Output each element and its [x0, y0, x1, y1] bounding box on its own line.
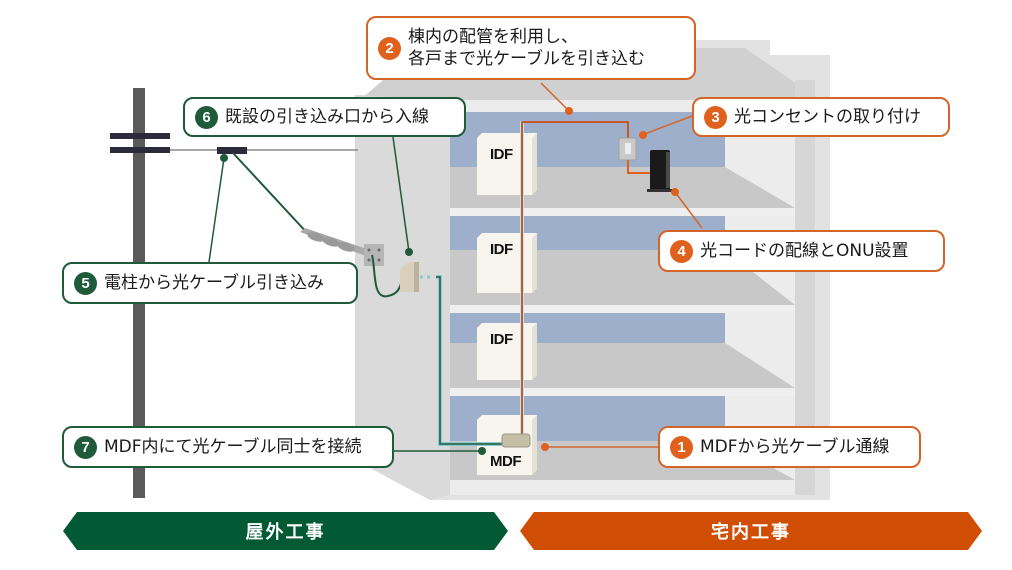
idf-label-4f: IDF [490, 146, 513, 163]
callout-step5: 5 電柱から光ケーブル引き込み [62, 262, 358, 304]
splice-box [501, 433, 531, 448]
callout-step3: 3 光コンセントの取り付け [692, 97, 950, 137]
callout-step2: 2 棟内の配管を利用し、 各戸まで光ケーブルを引き込む [366, 16, 696, 80]
indoor-work-banner: 宅内工事 [520, 512, 982, 550]
leader-step3 [641, 115, 693, 136]
onu-device [647, 150, 673, 192]
leader-dot-step4 [671, 188, 679, 196]
optical-outlet [618, 137, 637, 161]
outdoor-work-label: 屋外工事 [245, 522, 326, 543]
callout-step2-line2: 各戸まで光ケーブルを引き込む [408, 49, 645, 69]
pole-crossarm-lower [110, 147, 170, 153]
outdoor-work-banner: 屋外工事 [63, 512, 508, 550]
idf-cabinet-4f [477, 133, 537, 195]
riser-to-outlet [522, 121, 629, 142]
drop-cable [232, 152, 371, 253]
callout-step6: 6 既設の引き込み口から入線 [183, 97, 466, 137]
callout-step4: 4 光コードの配線とONU設置 [658, 230, 945, 272]
leader-step5 [208, 157, 225, 263]
step-badge-4: 4 [670, 239, 693, 263]
idf-label-2f: IDF [490, 331, 513, 348]
leader-dot-step1 [541, 443, 549, 451]
step-badge-6: 6 [195, 105, 218, 129]
step-badge-3: 3 [704, 105, 727, 129]
callout-step3-text: 光コンセントの取り付け [734, 107, 921, 127]
idf-label-3f: IDF [490, 241, 513, 258]
callout-step5-text: 電柱から光ケーブル引き込み [104, 273, 324, 293]
indoor-work-label: 宅内工事 [711, 522, 791, 543]
leader-dot-step3 [639, 131, 647, 139]
step-badge-5: 5 [74, 271, 97, 295]
leader-dot-step7 [478, 447, 486, 455]
leader-dot-step5 [220, 154, 228, 162]
callout-step7-text: MDF内にて光ケーブル同士を接続 [104, 437, 362, 457]
leader-step2 [540, 82, 570, 112]
callout-step2-line1: 棟内の配管を利用し、 [408, 27, 578, 47]
callout-step1: 1 MDFから光ケーブル通線 [658, 426, 921, 468]
pole-crossarm-upper [110, 133, 170, 139]
leader-dot-step6 [405, 248, 413, 256]
mdf-label: MDF [490, 453, 522, 470]
building-right-wall [795, 80, 815, 495]
callout-step4-text: 光コードの配線とONU設置 [700, 241, 909, 261]
step-badge-1: 1 [670, 435, 693, 459]
callout-step1-text: MDFから光ケーブル通線 [700, 437, 890, 457]
callout-step6-text: 既設の引き込み口から入線 [225, 107, 429, 127]
leader-step6 [392, 136, 410, 253]
step-badge-7: 7 [74, 435, 97, 459]
closure-on-wire [217, 147, 247, 154]
wall-entry-cap [400, 262, 419, 292]
step-badge-2: 2 [378, 36, 401, 60]
leader-dot-step2 [565, 107, 573, 115]
callout-step7: 7 MDF内にて光ケーブル同士を接続 [62, 426, 394, 468]
building-left-slope [355, 95, 450, 500]
cable-anchor-clamp [300, 228, 384, 266]
optical-cord [627, 160, 651, 174]
fiber-route-core [436, 276, 508, 445]
leader-step4 [674, 191, 703, 229]
